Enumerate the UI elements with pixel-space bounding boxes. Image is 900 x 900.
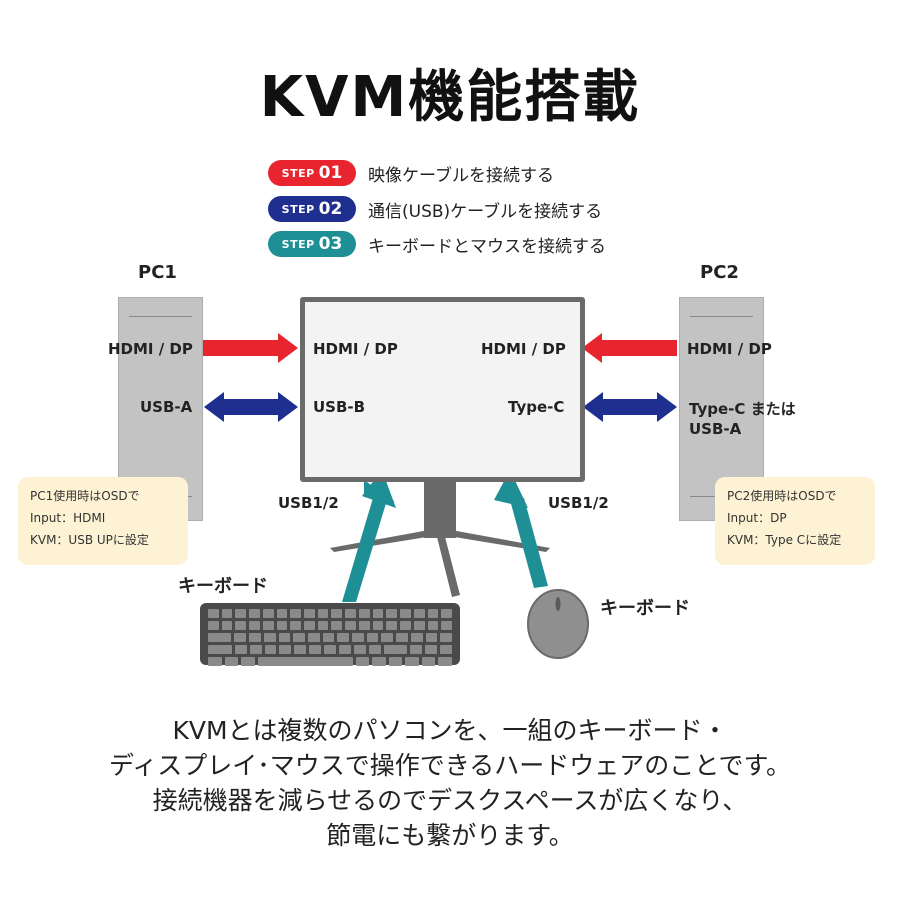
video-arrow-right [582,333,677,363]
monitor [300,297,585,482]
tower-line [690,316,753,317]
note-line: PC2使用時はOSDで [727,489,837,503]
keyboard-row [208,621,452,630]
note-line: PC1使用時はOSDで [30,489,140,503]
pc1-label: PC1 [138,262,177,283]
mouse-label: キーボード [600,598,690,619]
note-line: KVM：USB UPに設定 [30,533,149,547]
description-line: 節電にも繋がります。 [326,821,574,850]
pc1-port-usb-a: USB-A [140,398,193,416]
keyboard-usb-arrow [342,470,396,602]
monitor-port-hdmi-left: HDMI / DP [313,340,398,358]
step-prefix: STEP [281,237,315,251]
pc1-osd-note: PC1使用時はOSDで Input：HDMI KVM：USB UPに設定 [18,477,188,565]
keyboard-row [208,657,452,666]
mouse-icon [527,589,589,659]
description-line: KVMとは複数のパソコンを、一組のキーボード・ [172,716,728,745]
monitor-port-type-c: Type-C [508,398,565,416]
monitor-port-usb-b: USB-B [313,398,366,416]
step-02-text: 通信(USB)ケーブルを接続する [368,201,603,222]
pc1-port-hdmi: HDMI / DP [108,340,193,358]
description-line: ディスプレイ･マウスで操作できるハードウェアのことです。 [108,751,791,780]
pc2-port-usb-a: USB-A [689,420,742,438]
step-01-text: 映像ケーブルを接続する [368,165,554,186]
pc2-port-type-c: Type-C または [689,400,796,418]
usb-label-left: USB1/2 [278,494,339,512]
usb-label-right: USB1/2 [548,494,609,512]
step-number: 03 [318,234,343,254]
keyboard-icon [200,603,460,666]
keyboard-row [208,633,452,642]
usb-arrow-right [583,392,677,422]
pc2-osd-note: PC2使用時はOSDで Input：DP KVM：Type Cに設定 [715,477,875,565]
monitor-port-hdmi-right: HDMI / DP [481,340,566,358]
mouse-usb-arrow [494,470,548,588]
tower-line [129,316,192,317]
step-prefix: STEP [281,166,315,180]
keyboard-row [208,645,452,654]
step-number: 02 [318,199,343,219]
description-line: 接続機器を減らせるのでデスクスペースが広くなり、 [152,786,748,815]
video-arrow-left [203,333,298,363]
pc2-label: PC2 [700,262,739,283]
note-line: KVM：Type Cに設定 [727,533,842,547]
pc2-port-hdmi: HDMI / DP [687,340,772,358]
note-line: Input：DP [727,511,787,525]
step-03-text: キーボードとマウスを接続する [368,236,606,257]
description: KVMとは複数のパソコンを、一組のキーボード・ ディスプレイ･マウスで操作できる… [0,713,900,853]
monitor-stand [330,470,550,597]
usb-arrow-left [204,392,298,422]
step-number: 01 [318,163,343,183]
step-prefix: STEP [281,202,315,216]
keyboard-label: キーボード [178,576,268,597]
keyboard-row [208,609,452,618]
note-line: Input：HDMI [30,511,106,525]
page-title: KVM機能搭載 [259,65,641,130]
